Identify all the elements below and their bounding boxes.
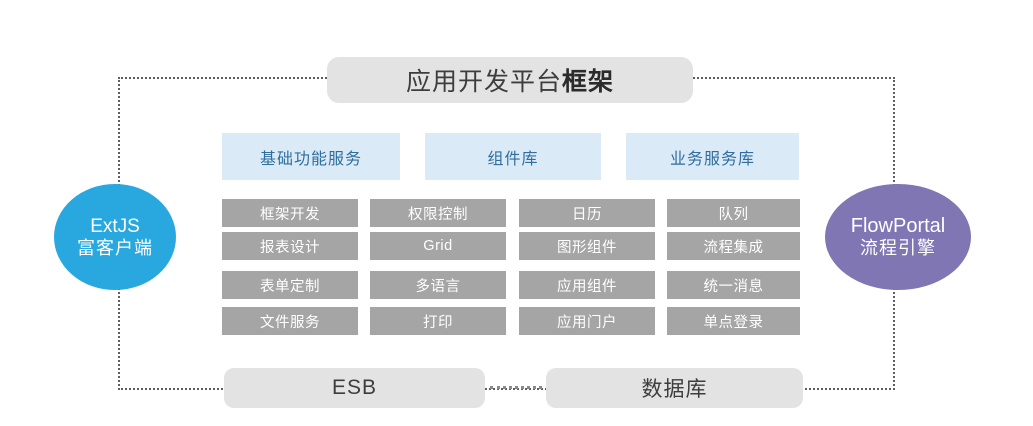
feature-cell-label: 打印 <box>423 314 453 331</box>
category-component-library: 组件库 <box>425 133 601 180</box>
feature-cell-label: 单点登录 <box>703 314 764 331</box>
node-extjs-rich-client: ExtJS 富客户端 <box>54 184 176 290</box>
feature-cell-label: Grid <box>423 238 453 254</box>
feature-cell: Grid <box>370 232 506 260</box>
feature-cell: 应用门户 <box>519 307 655 335</box>
feature-cell-label: 日历 <box>572 206 602 223</box>
feature-cell-label: 图形组件 <box>557 239 617 256</box>
node-subtitle: 富客户端 <box>77 237 153 258</box>
feature-cell-label: 应用门户 <box>557 314 617 331</box>
node-title: FlowPortal <box>850 215 946 238</box>
category-label: 基础功能服务 <box>259 150 362 168</box>
bottom-node-esb: ESB <box>224 368 485 408</box>
feature-cell: 日历 <box>519 199 655 227</box>
node-title: ExtJS <box>90 215 140 237</box>
feature-cell: 图形组件 <box>519 232 655 260</box>
dotted-connector <box>490 386 542 392</box>
feature-cell-label: 统一消息 <box>703 278 764 295</box>
feature-cell: 流程集成 <box>667 232 800 260</box>
feature-cell-label: 表单定制 <box>260 278 320 295</box>
feature-cell: 权限控制 <box>370 199 506 227</box>
feature-cell-label: 应用组件 <box>557 278 617 295</box>
category-label: 业务服务库 <box>669 150 755 168</box>
feature-cell: 统一消息 <box>667 271 800 299</box>
feature-cell: 表单定制 <box>222 271 358 299</box>
feature-cell: 打印 <box>370 307 506 335</box>
platform-title-box: 应用开发平台框架 <box>327 57 693 103</box>
feature-cell: 报表设计 <box>222 232 358 260</box>
feature-cell: 单点登录 <box>667 307 800 335</box>
feature-cell-label: 流程集成 <box>703 239 764 256</box>
feature-cell: 应用组件 <box>519 271 655 299</box>
bottom-node-label: ESB <box>331 376 378 399</box>
page-title-normal: 应用开发平台 <box>405 68 562 96</box>
bottom-node-label: 数据库 <box>641 378 708 401</box>
page-title: 应用开发平台框架 <box>406 62 614 98</box>
feature-cell-label: 权限控制 <box>408 206 468 223</box>
feature-cell: 框架开发 <box>222 199 358 227</box>
category-business-service-library: 业务服务库 <box>626 133 799 180</box>
feature-cell-label: 报表设计 <box>260 239 320 256</box>
feature-cell: 多语言 <box>370 271 506 299</box>
feature-cell: 文件服务 <box>222 307 358 335</box>
bottom-node-database: 数据库 <box>546 368 803 408</box>
feature-cell-label: 文件服务 <box>260 314 320 331</box>
feature-cell-label: 多语言 <box>415 278 461 295</box>
page-title-bold: 框架 <box>562 68 615 96</box>
feature-cell: 队列 <box>667 199 800 227</box>
category-label: 组件库 <box>487 150 539 168</box>
node-subtitle: 流程引擎 <box>860 238 936 259</box>
category-basic-services: 基础功能服务 <box>222 133 400 180</box>
feature-cell-label: 框架开发 <box>260 206 320 223</box>
feature-cell-label: 队列 <box>718 206 749 223</box>
node-flowportal-workflow-engine: FlowPortal 流程引擎 <box>825 184 971 290</box>
